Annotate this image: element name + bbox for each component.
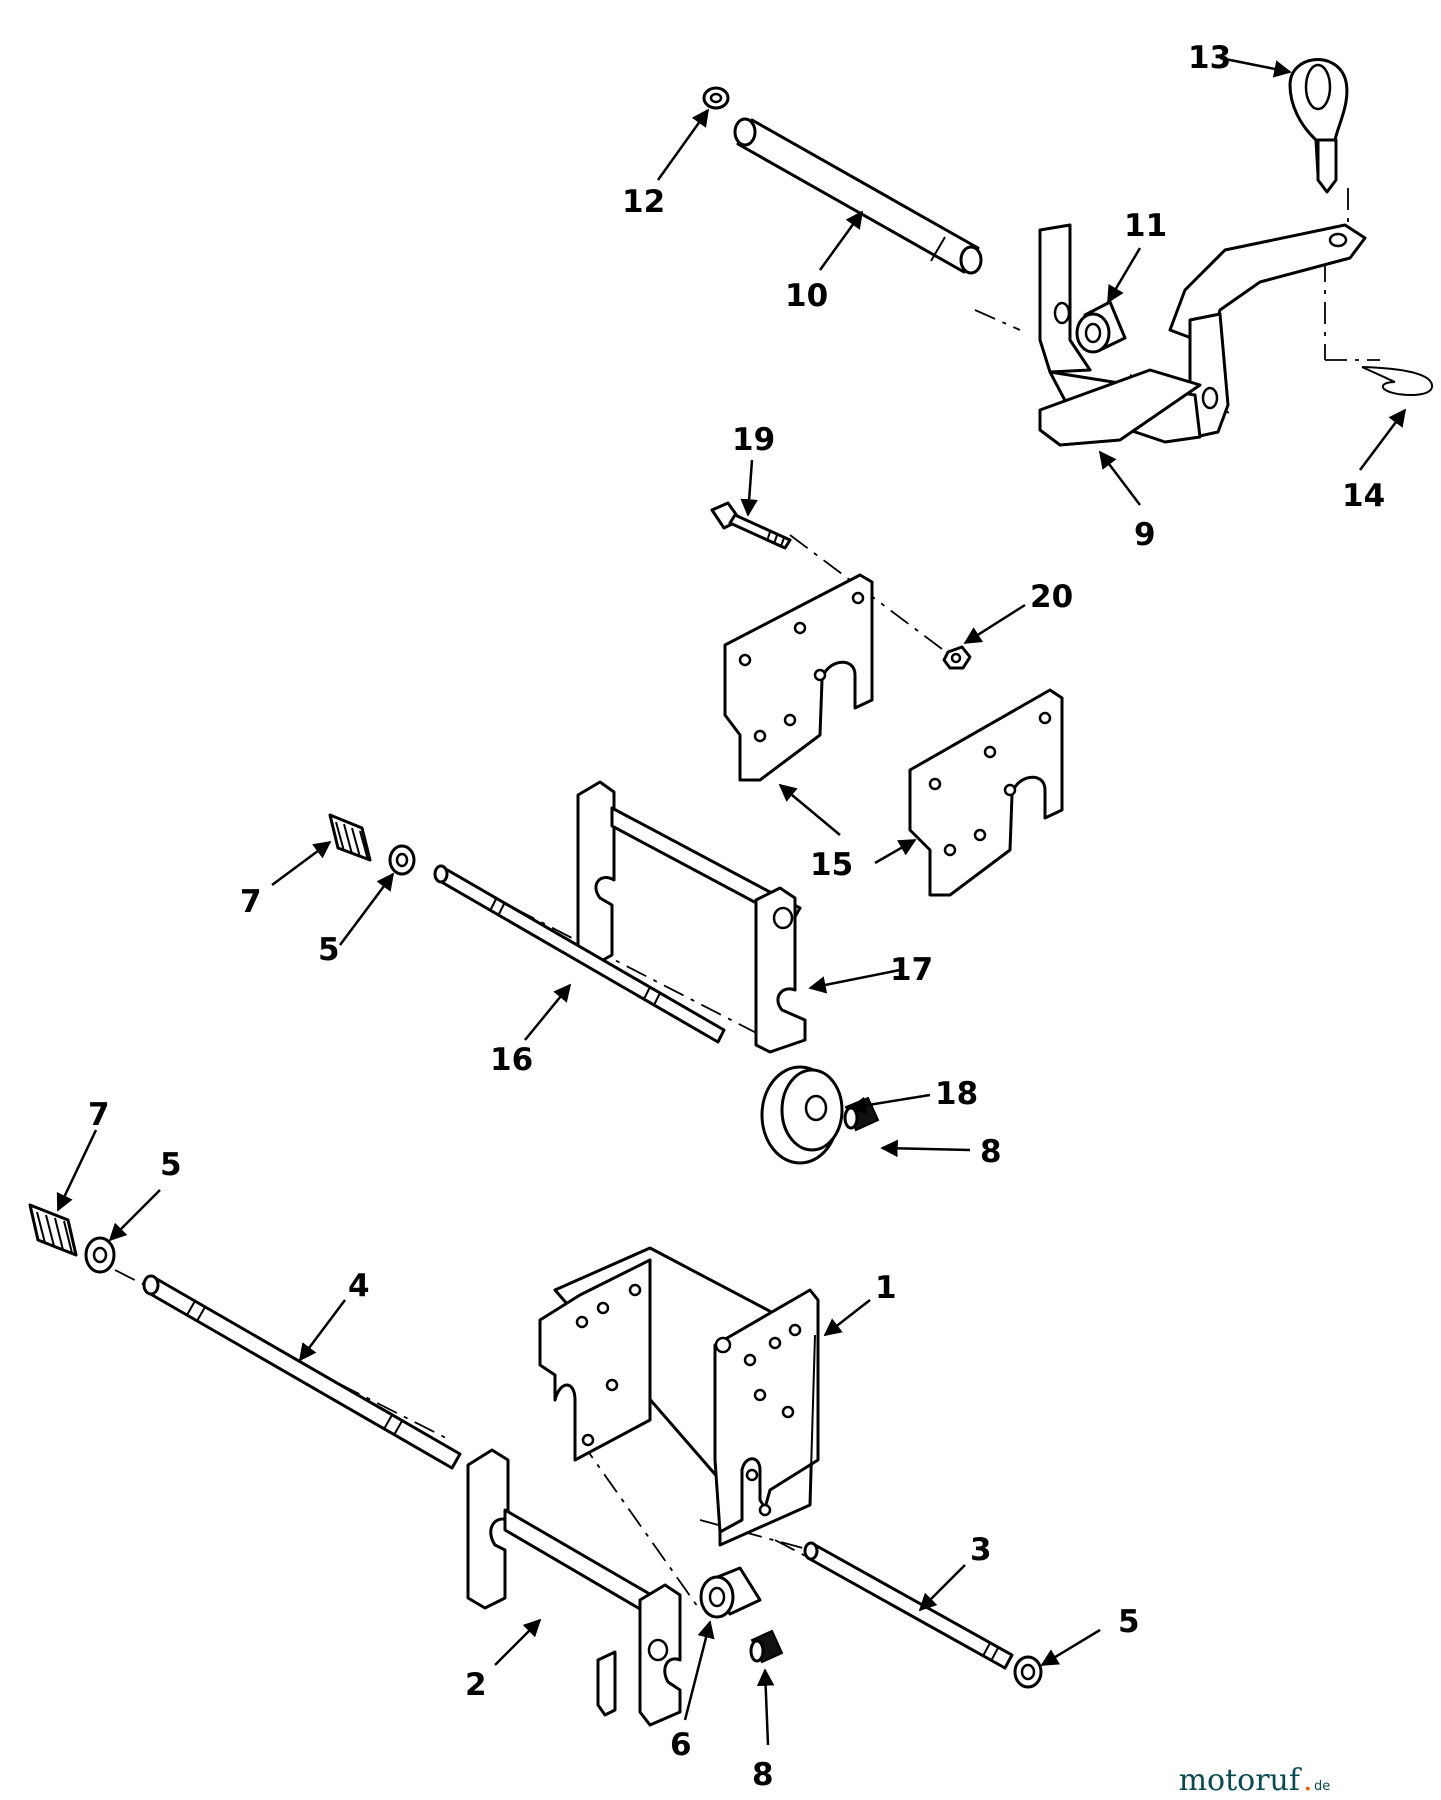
part-19-bolt [710, 501, 792, 550]
callout-14: 14 [1342, 478, 1385, 514]
part-2-lower-yoke [466, 1448, 682, 1727]
part-9-hitch-bracket [1038, 223, 1367, 447]
part-18-wheel [760, 1065, 844, 1165]
callout-1: 1 [875, 1270, 897, 1306]
part-10-pin [733, 117, 983, 275]
part-12-retaining-ring [702, 86, 730, 110]
callout-6: 6 [670, 1727, 692, 1763]
callout-8-lower: 8 [752, 1757, 774, 1793]
watermark-brand: motoruf [1179, 1763, 1302, 1798]
part-1-main-bracket [538, 1246, 820, 1547]
callout-10: 10 [785, 278, 828, 314]
part-8-cap-nut-lower [749, 1629, 784, 1664]
part-7-spring-lower [28, 1203, 78, 1257]
callout-15: 15 [810, 847, 853, 883]
part-6-spacer [699, 1566, 762, 1619]
callout-9: 9 [1134, 517, 1156, 553]
callout-7-upper: 7 [240, 884, 262, 920]
callout-20: 20 [1030, 579, 1073, 615]
callout-11: 11 [1124, 208, 1167, 244]
callout-labels: 13 12 10 11 14 9 19 20 15 7 5 17 16 18 8… [88, 40, 1385, 1793]
callout-4: 4 [348, 1268, 370, 1304]
callout-2: 2 [465, 1667, 487, 1703]
watermark-dot: . [1303, 1763, 1313, 1798]
callout-19: 19 [732, 422, 775, 458]
part-5-washer-upper [388, 844, 416, 876]
part-11-spacer [1075, 300, 1127, 354]
part-5-washer-lower-right [1013, 1655, 1043, 1689]
callout-7-lower: 7 [88, 1097, 110, 1133]
leader-arrows [56, 56, 1407, 1746]
part-7-spring-upper [328, 813, 372, 862]
part-16-shaft [433, 864, 726, 1044]
part-13-hitch-pin [1288, 58, 1349, 194]
callout-8-upper: 8 [980, 1134, 1002, 1170]
part-5-washer-lower-left [84, 1236, 116, 1274]
callout-18: 18 [935, 1076, 978, 1112]
callout-12: 12 [622, 184, 665, 220]
part-20-nut [942, 645, 972, 670]
part-3-shaft [803, 1541, 1014, 1670]
callout-16: 16 [490, 1042, 533, 1078]
part-8-cap-nut-upper [843, 1096, 880, 1132]
part-4-shaft [142, 1274, 462, 1470]
callout-3: 3 [970, 1532, 992, 1568]
part-14-hairpin-clip [1361, 366, 1433, 396]
callout-5-lower-left: 5 [160, 1147, 182, 1183]
watermark-logo: motoruf . de [1179, 1763, 1331, 1798]
callout-13: 13 [1188, 40, 1231, 76]
watermark-tld: de [1314, 1779, 1330, 1794]
callout-17: 17 [890, 952, 933, 988]
callout-5-upper: 5 [318, 932, 340, 968]
part-15-side-plate-upper [723, 573, 874, 782]
part-15-side-plate-lower [908, 688, 1064, 897]
part-17-yoke [576, 780, 807, 1054]
callout-5-lower-right: 5 [1118, 1604, 1140, 1640]
